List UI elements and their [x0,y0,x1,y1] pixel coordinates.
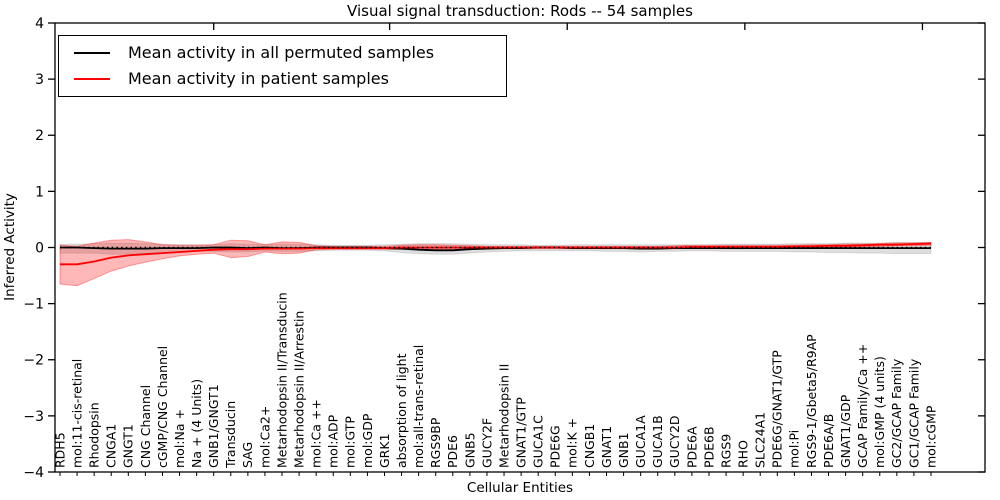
category-label: mol:all-trans-retinal [411,345,426,468]
category-label: GUCA1B [650,415,665,468]
category-label: Rhodopsin [87,402,102,468]
category-label: GNGT1 [121,424,136,468]
category-label: RHO [736,440,751,468]
category-label: GNAT1/GDP [838,394,853,468]
category-label: mol:cGMP [923,405,938,468]
category-label: CNGB1 [582,424,597,468]
category-label: GNB1 [616,432,631,468]
category-label: mol:GTP [343,416,358,468]
category-label: cGMP/CNG Channel [155,346,170,468]
category-label: GNB5 [462,432,477,468]
category-label: GUCY2D [667,415,682,468]
y-tick-label: −1 [23,297,44,313]
category-label: GUCA1C [531,415,546,468]
category-label: GUCA1A [633,415,648,468]
category-label: Na + (4 Units) [189,379,204,468]
category-label: Metarhodopsin II [496,364,511,468]
black-line-sample [74,52,110,55]
y-tick-label: −4 [23,465,44,481]
category-label: mol:K + [565,418,580,468]
y-tick-label: 1 [35,184,44,200]
category-label: mol:GDP [360,413,375,468]
category-label: GC1/GCAP Family [906,358,921,468]
category-label: CNGA1 [104,424,119,468]
category-label: PDE6A/B [821,414,836,468]
category-label: mol:ADP [326,414,341,468]
category-label: mol:GMP (4 units) [872,356,887,468]
patient-mean-line [60,242,932,266]
category-label: Transducin [223,401,238,469]
category-label: absorption of light [394,353,409,468]
category-label: mol:11-cis-retinal [69,359,84,468]
category-label: mol:Pi [787,430,802,468]
legend-label-permuted: Mean activity in all permuted samples [128,43,435,63]
category-label: SLC24A1 [753,412,768,468]
legend-entry-patient: Mean activity in patient samples [74,68,506,88]
category-label: GUCY2F [479,418,494,468]
category-label: GCAP Family/Ca ++ [855,344,870,468]
chart-title: Visual signal transduction: Rods -- 54 s… [347,2,693,20]
category-label: RGS9BP [428,417,443,468]
legend-entry-permuted: Mean activity in all permuted samples [74,45,506,61]
category-label: RGS9-1/Gbeta5/R9AP [804,334,819,468]
category-label: RGS9 [718,434,733,468]
patient-band [59,239,932,287]
category-label: SAG [240,442,255,468]
category-label: GNB1/GNGT1 [206,384,221,468]
category-label: PDE6A [684,426,699,468]
legend-label-patient: Mean activity in patient samples [128,68,389,88]
category-label: GC2/GCAP Family [889,358,904,468]
y-tick-label: −3 [23,409,44,425]
category-label: CNG Channel [138,385,153,468]
red-line-sample [74,77,110,80]
category-label: mol:Ca ++ [309,399,324,468]
y-tick-label: 3 [35,72,44,88]
category-label: GNAT1/GTP [513,397,528,468]
category-label: PDE6B [701,426,716,468]
x-axis-label: Cellular Entities [466,480,574,496]
category-label: PDE6G [548,425,563,468]
category-label: mol:Na + [172,409,187,468]
category-label: GNAT1 [599,426,614,468]
category-label: PDE6G/GNAT1/GTP [770,350,785,468]
category-label: RDH5 [52,432,67,468]
category-label: Metarhodopsin II/Arrestin [291,311,306,468]
y-tick-label: 2 [35,128,44,144]
category-label: PDE6 [445,435,460,468]
legend: Mean activity in all permuted samples Me… [58,35,507,97]
category-label: mol:Ca2+ [257,406,272,468]
y-tick-label: 0 [35,240,44,256]
y-tick-label: −2 [23,353,44,369]
category-label: GRK1 [377,433,392,468]
category-label: Metarhodopsin II/Transducin [274,292,289,468]
y-tick-label: 4 [35,16,44,32]
